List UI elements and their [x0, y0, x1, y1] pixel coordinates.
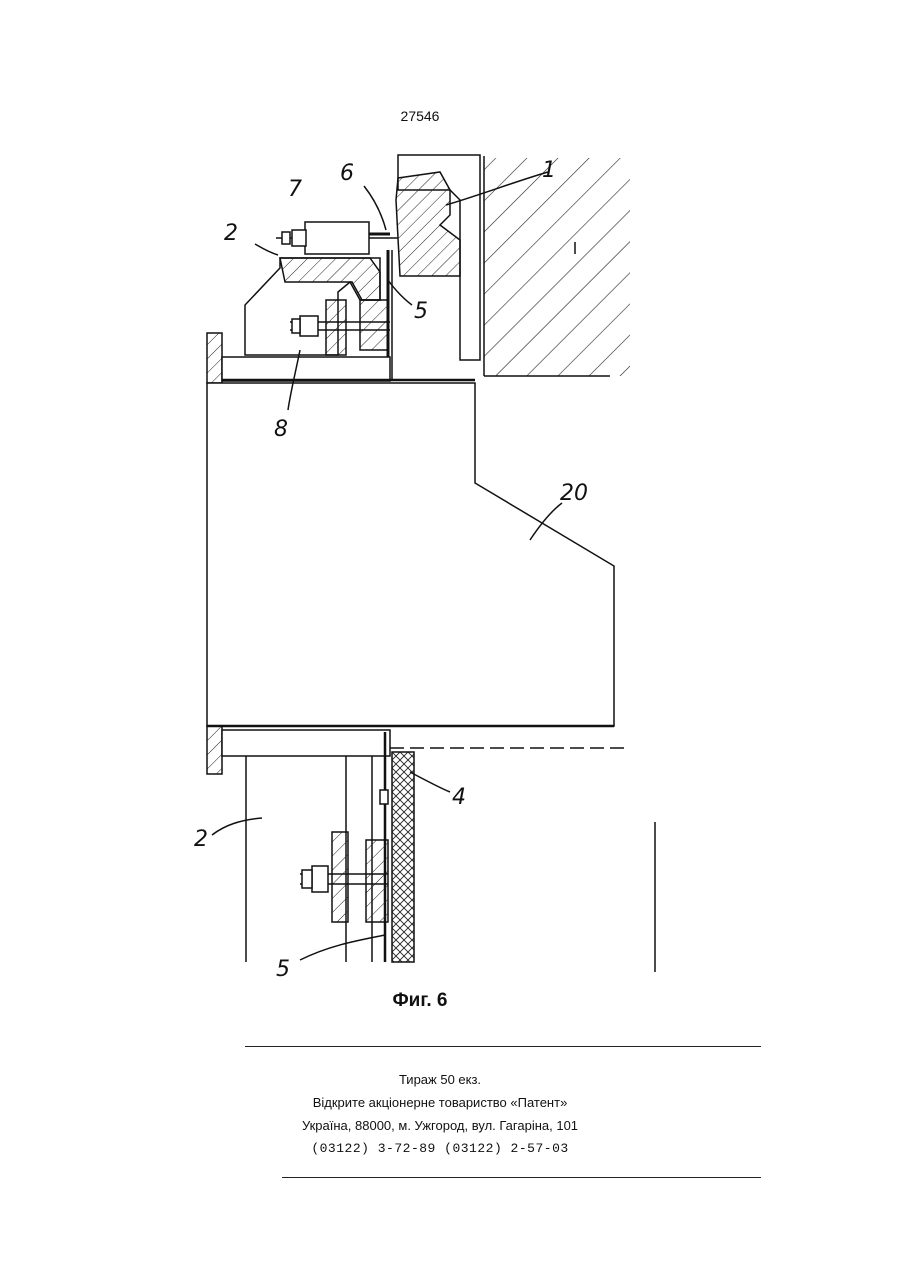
- label-5-bottom: 5: [276, 957, 290, 982]
- colophon: Тираж 50 екз. Відкрите акціонерне товари…: [220, 1068, 660, 1160]
- divider-bottom: [282, 1177, 761, 1178]
- label-20: 20: [560, 481, 588, 506]
- actuator-7: [305, 222, 369, 254]
- wall-section: [484, 158, 630, 376]
- flange-bottom: [207, 726, 222, 774]
- label-7: 7: [288, 177, 302, 202]
- label-2-bottom: 2: [194, 827, 208, 852]
- body-20: [207, 383, 614, 726]
- figure-caption: Фиг. 6: [320, 990, 520, 1012]
- label-5-top: 5: [414, 299, 428, 324]
- lower-clamp-left: [332, 832, 348, 922]
- circulation: Тираж 50 екз.: [220, 1068, 660, 1091]
- flange-top: [207, 333, 222, 383]
- label-2-top: 2: [224, 221, 238, 246]
- publisher: Відкрите акціонерне товариство «Патент»: [220, 1091, 660, 1114]
- label-1: 1: [542, 158, 556, 183]
- label-4: 4: [452, 785, 466, 810]
- liner-4: [392, 752, 414, 962]
- bolt-8-plate: [326, 300, 346, 355]
- divider-top: [245, 1046, 761, 1047]
- label-8: 8: [274, 417, 288, 442]
- label-6: 6: [340, 161, 354, 186]
- rail-head-section: [396, 172, 460, 276]
- phone-numbers: (03122) 3-72-89 (03122) 2-57-03: [220, 1137, 660, 1160]
- address: Україна, 88000, м. Ужгород, вул. Гагарін…: [220, 1114, 660, 1137]
